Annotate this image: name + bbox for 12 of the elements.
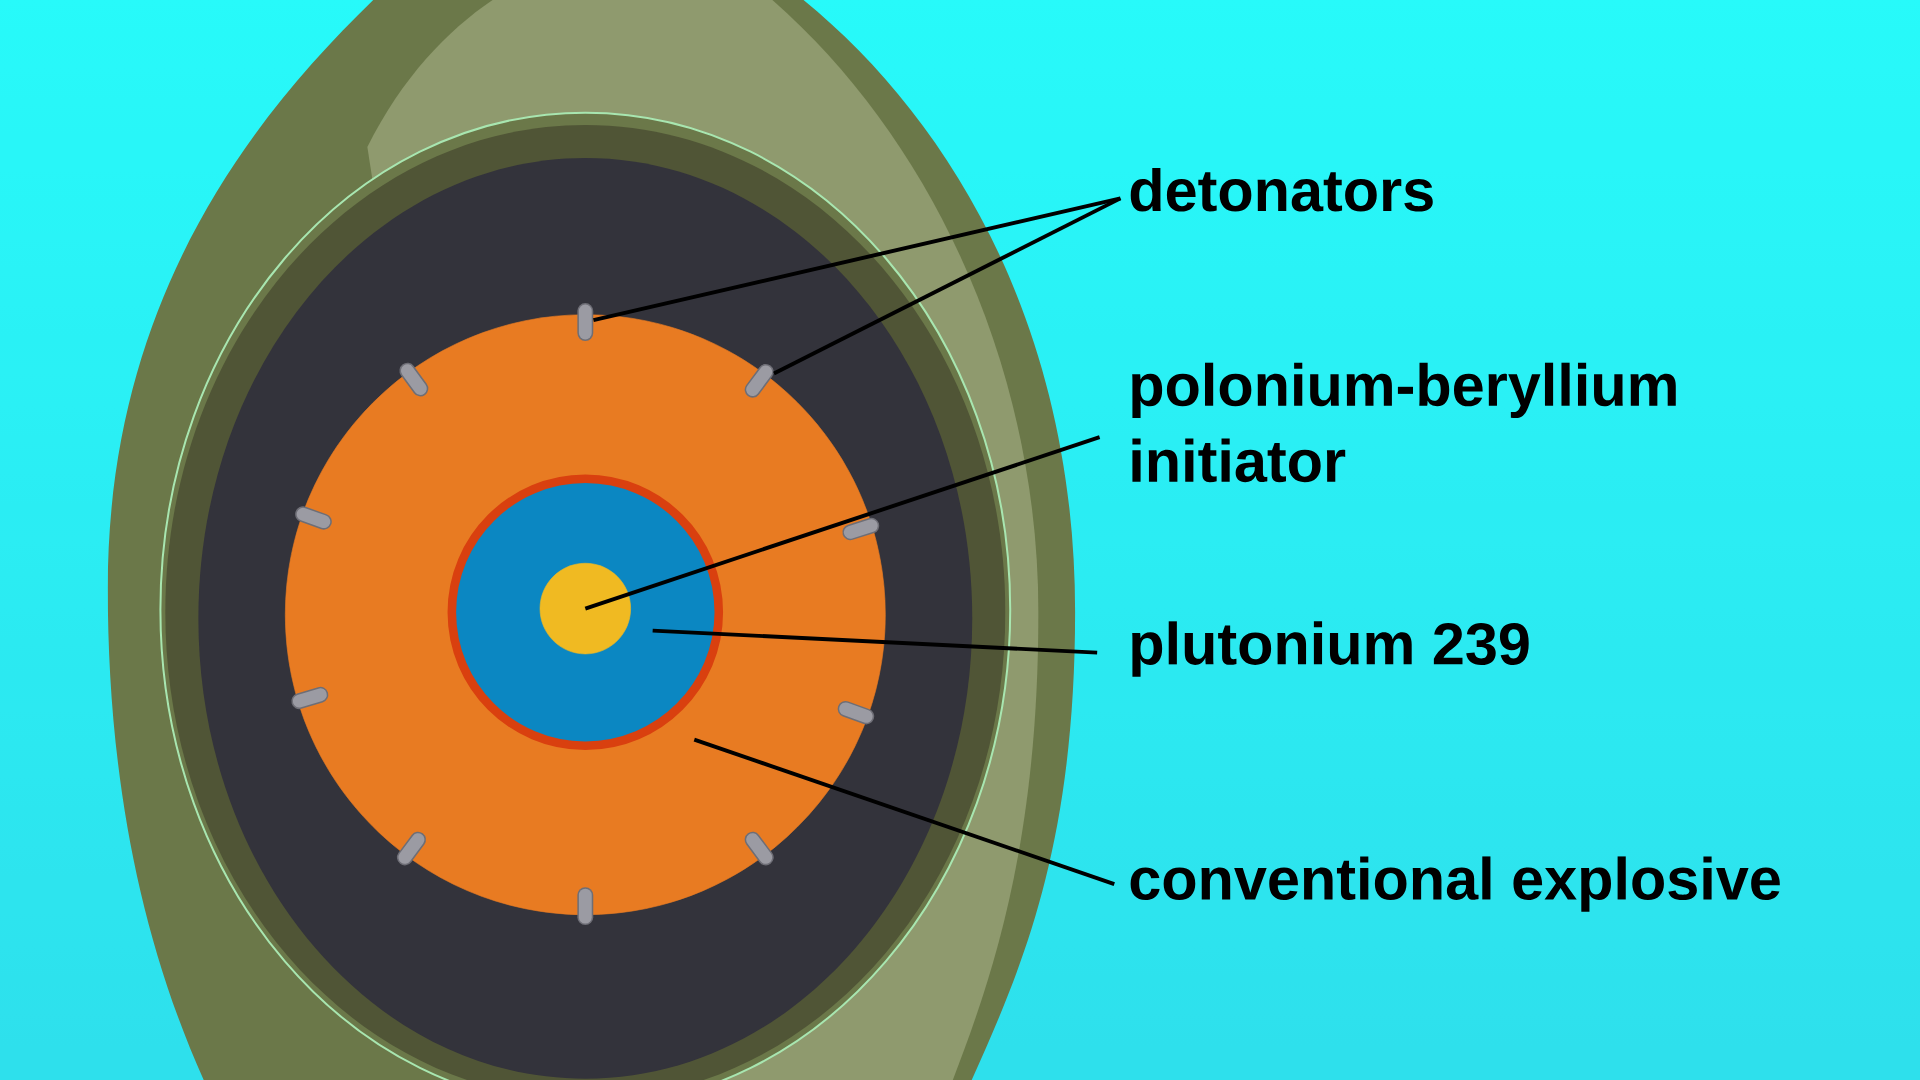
label-text: plutonium 239 bbox=[1132, 621, 1529, 677]
detonator bbox=[577, 303, 594, 341]
leader-line bbox=[584, 435, 1101, 611]
leader-line bbox=[773, 196, 1122, 376]
leader-line bbox=[693, 737, 1115, 886]
detonator bbox=[744, 364, 774, 398]
leader-line bbox=[652, 628, 1098, 655]
label-text: detonators bbox=[1130, 168, 1433, 212]
initiator-sphere bbox=[539, 562, 631, 655]
label-text: conventional explosive bbox=[1130, 856, 1780, 912]
leader-line bbox=[593, 196, 1121, 323]
label-text: polonium-beryllium initiator bbox=[1132, 362, 1676, 483]
